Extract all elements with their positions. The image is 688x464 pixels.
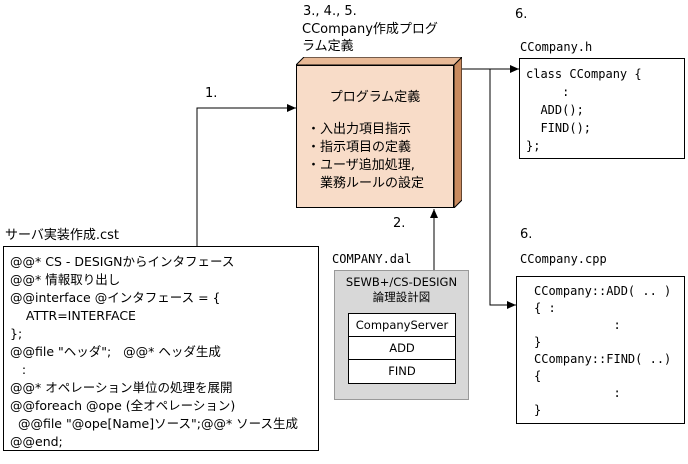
step-label-6-header: 6. (515, 7, 528, 22)
program-item: 業務ルールの設定 (307, 176, 425, 191)
program-item: ・ユーザ追加処理, (307, 158, 415, 173)
cst-line: @@* 情報取り出し (10, 272, 121, 287)
header-line: : (526, 85, 570, 99)
header-file-box: class CCompany { : ADD(); FIND(); }; (519, 58, 685, 159)
dal-class-table: CompanyServer ADD FIND (348, 313, 456, 384)
arrow-cst-to-program (196, 104, 296, 246)
program-definition-block: プログラム定義 ・入出力項目指示 ・指示項目の定義 ・ユーザ追加処理, 業務ルー… (296, 65, 454, 208)
cpp-line: { : (534, 301, 556, 315)
dal-header-line2: 論理設計図 (372, 290, 431, 304)
cst-line: @@file "ヘッダ"; @@* ヘッダ生成 (10, 344, 221, 359)
header-line: FIND(); (526, 121, 592, 135)
cst-line: @@foreach @ope (全オペレーション) (10, 398, 236, 413)
dal-logical-design-box: SEWB+/CS-DESIGN 論理設計図 CompanyServer ADD … (334, 270, 469, 400)
cpp-line: : (534, 318, 621, 332)
step-label-2: 2. (393, 216, 406, 231)
program-caption-line2: ラム定義 (302, 39, 354, 54)
cst-line: ATTR=INTERFACE (10, 308, 136, 323)
cst-line: @@file "@ope[Name]ソース";@@* ソース生成 (10, 416, 299, 431)
header-filename: CCompany.h (520, 40, 593, 54)
cpp-line: { (534, 369, 542, 383)
program-definition-title: プログラム定義 (329, 90, 421, 105)
cst-filename: サーバ実装作成.cst (5, 228, 120, 243)
cst-line: @@* オペレーション単位の処理を展開 (10, 380, 233, 395)
step-label-1: 1. (205, 86, 218, 101)
cpp-line: CCompany::ADD( .. ) (534, 284, 672, 298)
dal-header: SEWB+/CS-DESIGN 論理設計図 (335, 275, 468, 305)
dal-table-row: FIND (388, 364, 416, 378)
cst-line: @@end; (10, 434, 63, 449)
header-line: }; (526, 139, 541, 153)
cpp-line: } (534, 335, 542, 349)
header-line: ADD(); (526, 103, 584, 117)
cpp-line: : (534, 386, 621, 400)
cst-template-box: @@* CS - DESIGNからインタフェース @@* 情報取り出し @@in… (3, 246, 319, 451)
cst-line: }; (10, 326, 23, 341)
program-caption-line1: CCompany作成プログ (302, 22, 438, 37)
cst-line: @@* CS - DESIGNからインタフェース (10, 254, 235, 269)
cpp-file-box: CCompany::ADD( .. ) { : : } CCompany::FI… (516, 276, 685, 424)
step-label-6-cpp: 6. (520, 227, 533, 242)
arrow-program-to-cpp (489, 69, 516, 309)
dal-table-row: CompanyServer (349, 314, 455, 337)
header-line: class CCompany { (526, 67, 642, 81)
cpp-filename: CCompany.cpp (520, 252, 607, 266)
program-item: ・指示項目の定義 (307, 140, 412, 155)
program-item: ・入出力項目指示 (307, 122, 412, 137)
cst-line: @@interface @インタフェース = { (10, 290, 221, 305)
dal-header-line1: SEWB+/CS-DESIGN (345, 275, 458, 289)
dal-filename: COMPANY.dal (332, 252, 412, 266)
step-label-345: 3., 4., 5. (303, 4, 357, 19)
program-block-side (454, 57, 462, 208)
cpp-line: } (534, 403, 542, 417)
cpp-line: CCompany::FIND( ..) (534, 352, 672, 366)
dal-table-row: ADD (349, 337, 455, 360)
cst-line: : (10, 362, 27, 377)
